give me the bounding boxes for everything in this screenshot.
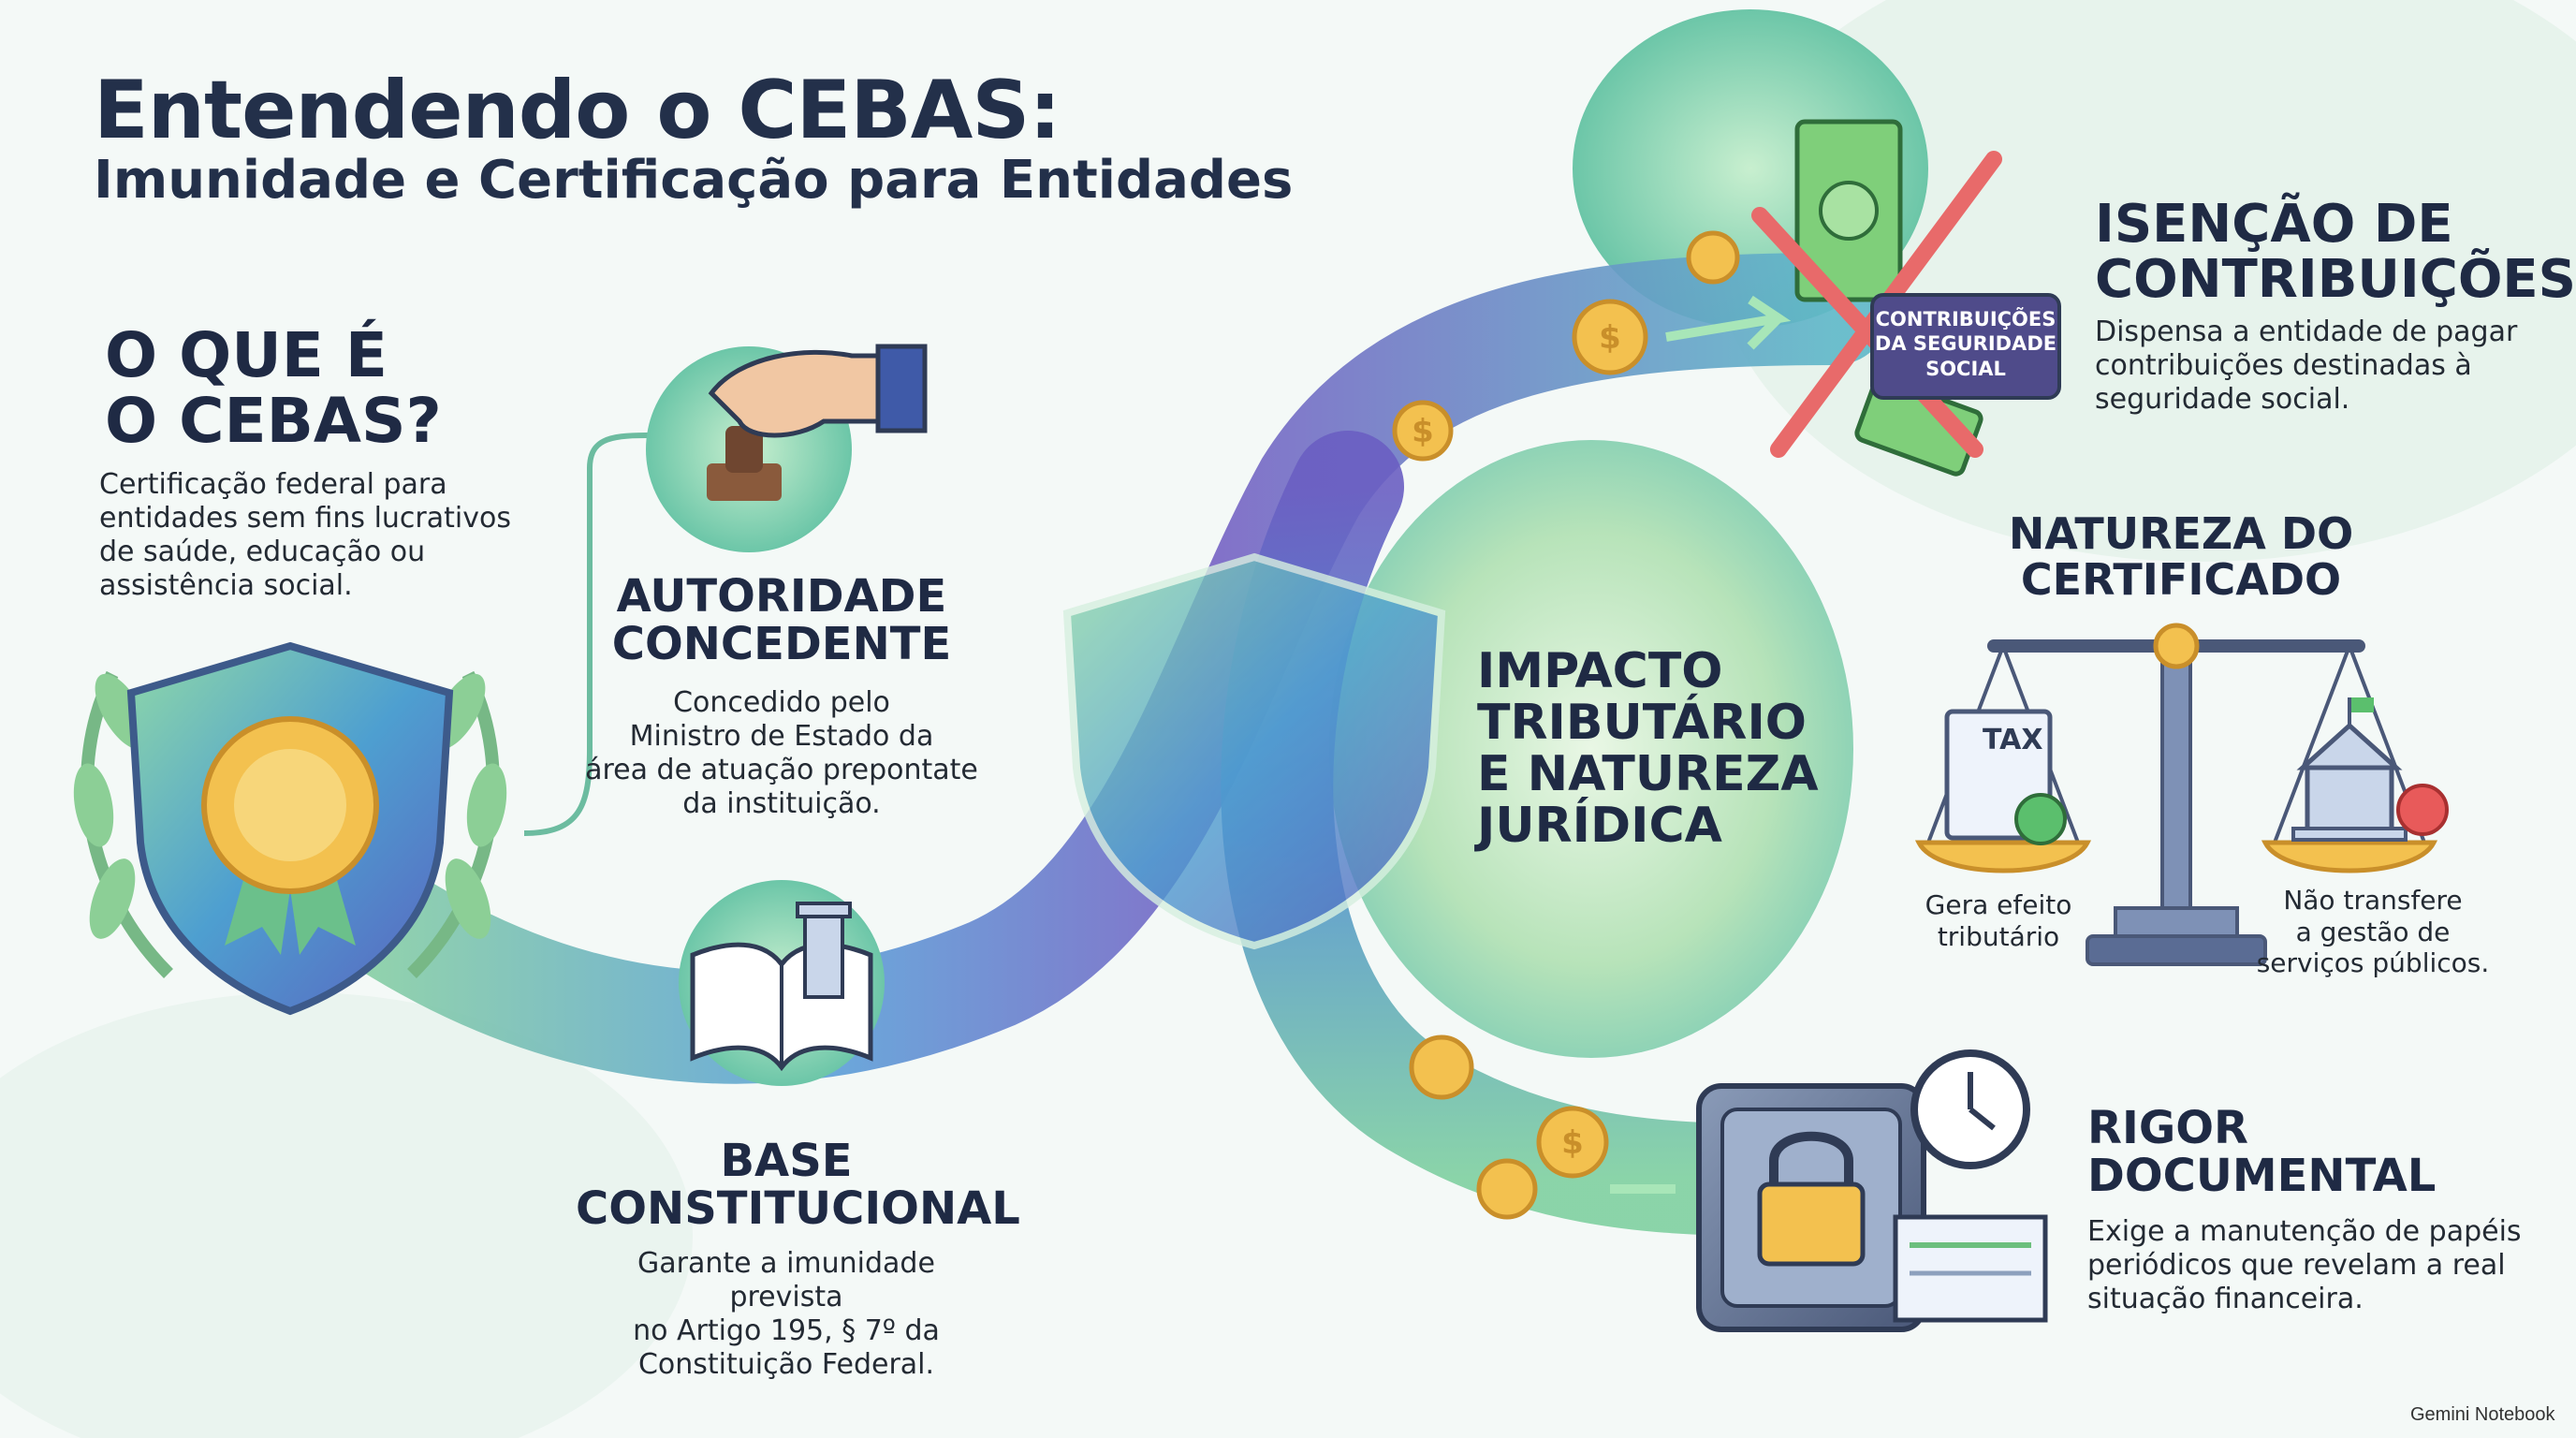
coin-symbol: $ — [1412, 413, 1434, 450]
base-heading: BASE CONSTITUCIONAL — [576, 1135, 1020, 1235]
page-subtitle: Imunidade e Certificação para Entidades — [94, 150, 1294, 211]
exemption-heading: ISENÇÃO DE CONTRIBUIÇÕES — [2095, 194, 2576, 311]
authority-heading: AUTORIDADE CONCEDENTE — [611, 570, 952, 670]
tax-label: TAX — [1983, 724, 2042, 756]
nature-heading: NATUREZA DO CERTIFICADO — [2008, 508, 2354, 605]
what-heading: O QUE É O CEBAS? — [105, 319, 442, 457]
nature-left-label: Gera efeito tributário — [1925, 889, 2072, 952]
brand-label: Gemini Notebook — [2410, 1404, 2555, 1425]
base-text: Garante a imunidade prevista no Artigo 1… — [633, 1247, 940, 1381]
exemption-text: Dispensa a entidade de pagar contribuiçõ… — [2095, 315, 2518, 416]
authority-text: Concedido pelo Ministro de Estado da áre… — [585, 686, 978, 820]
what-text: Certificação federal para entidades sem … — [99, 468, 511, 602]
nature-right-label: Não transfere a gestão de serviços públi… — [2256, 885, 2490, 979]
rigor-text: Exige a manutenção de papéis periódicos … — [2087, 1215, 2522, 1315]
impact-heading: IMPACTO TRIBUTÁRIO E NATUREZA JURÍDICA — [1477, 643, 1819, 855]
coin-symbol: $ — [1599, 319, 1621, 357]
contributions-badge: CONTRIBUIÇÕES DA SEGURIDADE SOCIAL — [1874, 308, 2057, 380]
rigor-heading: RIGOR DOCUMENTAL — [2087, 1102, 2437, 1202]
page-title: Entendendo o CEBAS: — [94, 64, 1061, 157]
coin-symbol: $ — [1561, 1124, 1584, 1162]
